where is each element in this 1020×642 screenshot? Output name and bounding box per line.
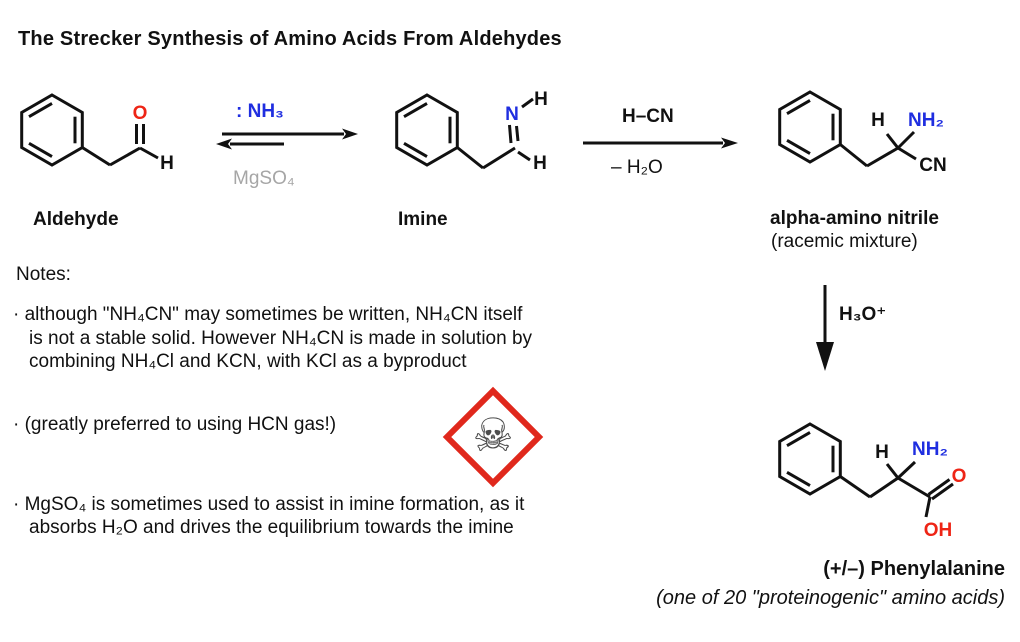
aldehyde-bonds (81, 124, 159, 167)
aldehyde-oxygen-label: O (133, 103, 148, 124)
hcn-reagent-label: H–CN (622, 106, 674, 127)
aldehyde-hydrogen-label: H (160, 153, 174, 174)
note-3-line-2: absorbs H₂O and drives the equilibrium t… (29, 517, 514, 538)
note-1-line-1: · although "NH₄CN" may sometimes be writ… (13, 304, 523, 325)
nh3-reagent-label: : NH₃ (236, 101, 284, 122)
phenylalanine-label: (+/–) Phenylalanine (823, 558, 1005, 580)
minus-water-label: – H₂O (611, 157, 663, 178)
benzene-ring (778, 90, 842, 164)
phenylalanine-hydrogen-label: H (875, 442, 889, 463)
aldehyde-label: Aldehyde (33, 209, 119, 230)
equilibrium-arrows (216, 128, 358, 150)
phenylalanine-oh-label: OH (924, 520, 953, 541)
amino-nitrile-bonds (839, 130, 917, 168)
imine-nitrogen-label: N (505, 104, 519, 125)
down-arrow (816, 285, 834, 371)
aldehyde-structure: O H (20, 93, 174, 174)
mgso4-reagent-label: MgSO₄ (233, 168, 295, 189)
forward-arrow (583, 137, 738, 149)
note-1-line-2: is not a stable solid. However NH₄CN is … (29, 328, 533, 349)
phenylalanine-sublabel: (one of 20 "proteinogenic" amino acids) (656, 587, 1005, 609)
skull-crossbones-icon: ☠ (442, 386, 544, 488)
amino-nitrile-structure: H NH₂ CN (778, 90, 947, 176)
imine-label: Imine (398, 209, 448, 230)
amino-nitrile-sublabel: (racemic mixture) (771, 231, 918, 252)
page-title: The Strecker Synthesis of Amino Acids Fr… (18, 28, 562, 50)
skull-glyph: ☠ (472, 409, 513, 461)
imine-nh-hydrogen-label: H (534, 89, 548, 110)
notes-heading: Notes: (16, 264, 71, 285)
amino-nitrile-label: alpha-amino nitrile (770, 208, 939, 229)
amino-nitrile-cn-label: CN (919, 155, 946, 176)
phenylalanine-bonds (839, 460, 954, 518)
imine-bonds (456, 97, 534, 170)
phenylalanine-oxygen-label: O (952, 466, 967, 487)
hydronium-reagent-label: H₃O⁺ (839, 304, 887, 325)
imine-ch-hydrogen-label: H (533, 153, 547, 174)
phenylalanine-caption: (+/–) Phenylalanine (one of 20 "proteino… (656, 558, 1005, 610)
benzene-ring (778, 422, 842, 496)
benzene-ring (20, 93, 84, 167)
phenylalanine-nh2-label: NH₂ (912, 439, 948, 460)
note-2-line-1: · (greatly preferred to using HCN gas!) (13, 414, 337, 435)
amino-nitrile-nh2-label: NH₂ (908, 110, 944, 131)
note-3-line-1: · MgSO₄ is sometimes used to assist in i… (13, 494, 525, 515)
note-1-line-3: combining NH₄Cl and KCN, with KCl as a b… (29, 351, 467, 372)
imine-structure: N H H (395, 89, 548, 174)
benzene-ring (395, 93, 459, 167)
phenylalanine-structure: H NH₂ O OH (778, 422, 967, 541)
amino-nitrile-hydrogen-label: H (871, 110, 885, 131)
